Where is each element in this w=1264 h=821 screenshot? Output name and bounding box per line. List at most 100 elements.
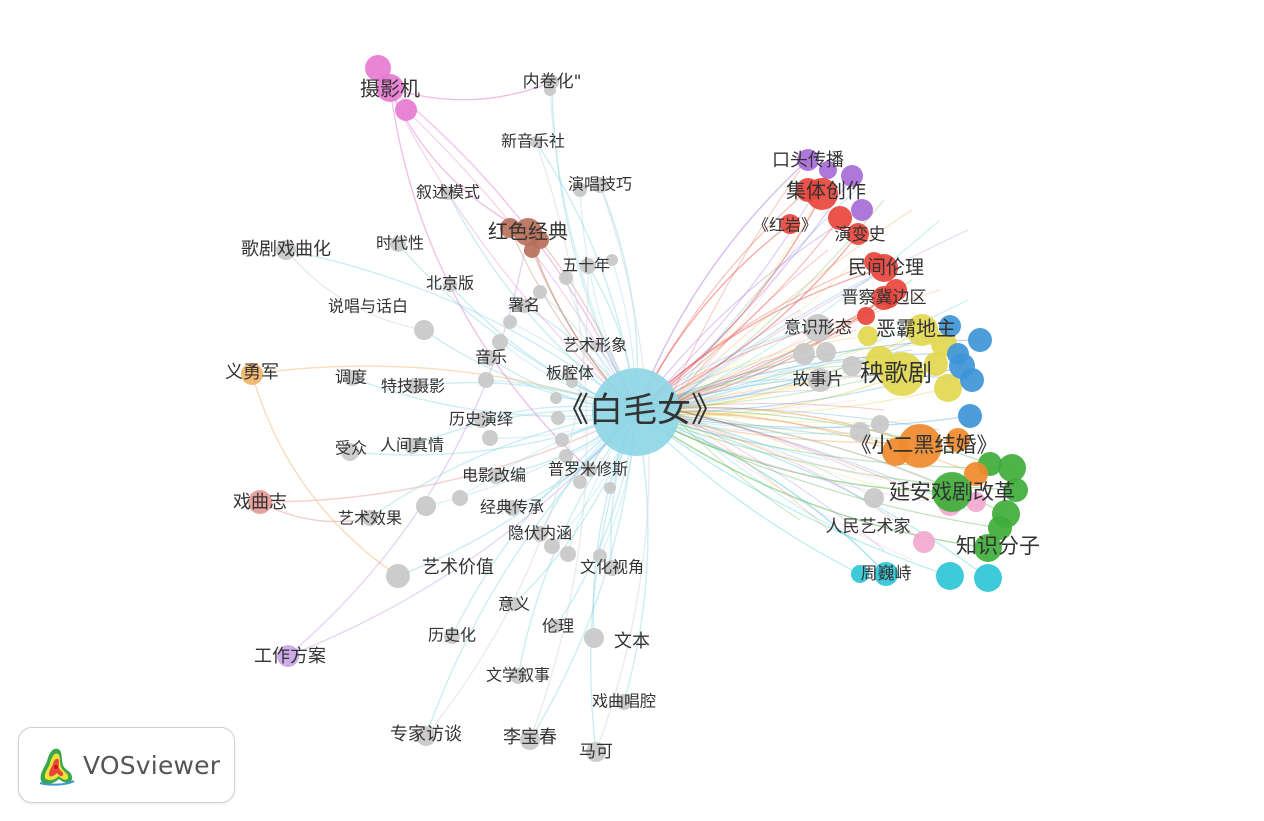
node-hsjd[interactable]	[514, 218, 542, 246]
node-ll[interactable]	[549, 619, 563, 633]
node-yyj[interactable]	[241, 363, 263, 385]
node-label-wb[interactable]: 文本	[614, 631, 650, 652]
node-yy[interactable]	[482, 350, 498, 366]
node-hy[interactable]	[780, 214, 800, 234]
node-xsms[interactable]	[441, 186, 455, 200]
node-ysxt[interactable]	[804, 314, 832, 342]
node-label-zws[interactable]: 周巍峙	[861, 564, 912, 584]
node-label-ebdz[interactable]: 恶霸地主	[876, 317, 956, 341]
cluster-node-50[interactable]	[551, 411, 565, 425]
node-label-rmysj[interactable]: 人民艺术家	[826, 517, 911, 537]
cluster-node-48[interactable]	[492, 334, 508, 350]
node-xqz[interactable]	[248, 490, 272, 514]
node-label-ycjq[interactable]: 演唱技巧	[568, 175, 632, 194]
cluster-node-15[interactable]	[934, 374, 962, 402]
cluster-node-52[interactable]	[559, 449, 573, 463]
node-tjsy[interactable]	[406, 378, 422, 394]
cluster-node-27[interactable]	[1004, 478, 1028, 502]
node-label-td[interactable]: 调度	[335, 368, 367, 387]
node-lsyy[interactable]	[474, 412, 490, 428]
cluster-node-53[interactable]	[550, 392, 562, 404]
node-ysxx[interactable]	[590, 340, 602, 352]
node-label-hsjd[interactable]: 红色经典	[488, 220, 568, 244]
node-ybs[interactable]	[847, 223, 869, 245]
node-scyhb[interactable]	[414, 320, 434, 340]
cluster-node-49[interactable]	[503, 315, 517, 329]
node-label-sdx[interactable]: 时代性	[376, 234, 424, 253]
node-zjft[interactable]	[416, 726, 436, 746]
cluster-node-32[interactable]	[964, 462, 988, 486]
node-label-scyhb[interactable]: 说唱与话白	[328, 297, 408, 316]
node-label-tjsy[interactable]: 特技摄影	[381, 377, 445, 396]
node-jdcc[interactable]	[504, 500, 520, 516]
node-label-mjll[interactable]: 民间伦理	[848, 257, 924, 279]
cluster-node-64[interactable]	[573, 183, 587, 197]
node-dygb[interactable]	[488, 468, 504, 484]
node-ygj[interactable]	[880, 352, 924, 396]
node-yiyi[interactable]	[507, 597, 521, 611]
node-label-hy[interactable]: 《红岩》	[753, 216, 817, 235]
node-whsj[interactable]	[604, 560, 620, 576]
cluster-node-55[interactable]	[573, 475, 587, 489]
node-label-yy[interactable]: 音乐	[475, 348, 507, 367]
node-mk[interactable]	[586, 742, 606, 762]
cluster-node-23[interactable]	[958, 404, 982, 428]
cluster-node-56[interactable]	[544, 538, 560, 554]
node-label-wsn[interactable]: 五十年	[562, 256, 610, 275]
node-label-zjft[interactable]: 专家访谈	[390, 724, 462, 745]
cluster-node-1[interactable]	[395, 99, 417, 121]
cluster-node-0[interactable]	[365, 55, 391, 81]
node-label-gzfa[interactable]: 工作方案	[254, 646, 326, 667]
node-label-mk[interactable]: 马可	[579, 742, 613, 762]
node-jtcz[interactable]	[806, 178, 838, 210]
cluster-node-46[interactable]	[482, 430, 498, 446]
cluster-node-43[interactable]	[871, 415, 889, 433]
node-label-ll[interactable]: 伦理	[542, 617, 574, 636]
node-label-njh[interactable]: 内卷化"	[523, 72, 582, 92]
node-bqt[interactable]	[562, 368, 574, 380]
node-label-xehjh[interactable]: 《小二黑结婚》	[851, 433, 998, 457]
node-label-ktcb[interactable]: 口头传播	[772, 150, 844, 171]
cluster-node-60[interactable]	[559, 271, 573, 285]
cluster-node-19[interactable]	[939, 315, 961, 337]
cluster-node-6[interactable]	[851, 199, 873, 221]
node-njh[interactable]	[545, 75, 559, 89]
cluster-node-58[interactable]	[593, 549, 607, 563]
node-label-syj[interactable]: 摄影机	[360, 77, 420, 101]
node-label-bqt[interactable]: 板腔体	[546, 364, 594, 383]
cluster-node-45[interactable]	[452, 490, 468, 506]
node-gzfa[interactable]	[277, 645, 299, 667]
cluster-node-31[interactable]	[946, 428, 970, 452]
node-wb[interactable]	[584, 628, 604, 648]
node-label-sz[interactable]: 受众	[335, 439, 367, 458]
cluster-node-59[interactable]	[604, 482, 616, 494]
node-plmxs[interactable]	[583, 463, 597, 477]
cluster-node-22[interactable]	[960, 368, 984, 392]
node-sdx[interactable]	[390, 236, 406, 252]
cluster-node-63[interactable]	[606, 254, 618, 266]
node-sm[interactable]	[517, 299, 531, 313]
node-yaxjgg[interactable]	[932, 472, 972, 512]
cluster-node-9[interactable]	[828, 206, 852, 230]
node-zsfz[interactable]	[974, 534, 1002, 562]
node-ebdz[interactable]	[906, 314, 938, 346]
cluster-node-44[interactable]	[416, 496, 436, 516]
cluster-node-7[interactable]	[819, 161, 837, 179]
cluster-node-39[interactable]	[816, 342, 836, 362]
node-label-plmxs[interactable]: 普罗米修斯	[548, 460, 628, 479]
node-label-ysjz[interactable]: 艺术价值	[422, 557, 494, 578]
node-label-ysxt[interactable]: 意识形态	[784, 318, 852, 338]
node-bjb[interactable]	[443, 278, 457, 292]
node-label-jcjbq[interactable]: 晋察冀边区	[842, 288, 927, 308]
node-wxxs[interactable]	[510, 668, 526, 684]
node-label-dygb[interactable]: 电影改编	[462, 466, 526, 485]
node-label-yfnh[interactable]: 隐伏内涵	[508, 524, 572, 543]
cluster-node-41[interactable]	[850, 422, 870, 442]
node-label-lbc[interactable]: 李宝春	[503, 727, 557, 748]
node-jcjbq[interactable]	[872, 286, 896, 310]
node-label-rjzq[interactable]: 人间真情	[380, 436, 444, 455]
cluster-node-38[interactable]	[793, 343, 815, 365]
node-ysxg[interactable]	[362, 510, 378, 526]
node-rjzq[interactable]	[404, 438, 420, 454]
node-label-xqcq[interactable]: 戏曲唱腔	[592, 692, 656, 711]
